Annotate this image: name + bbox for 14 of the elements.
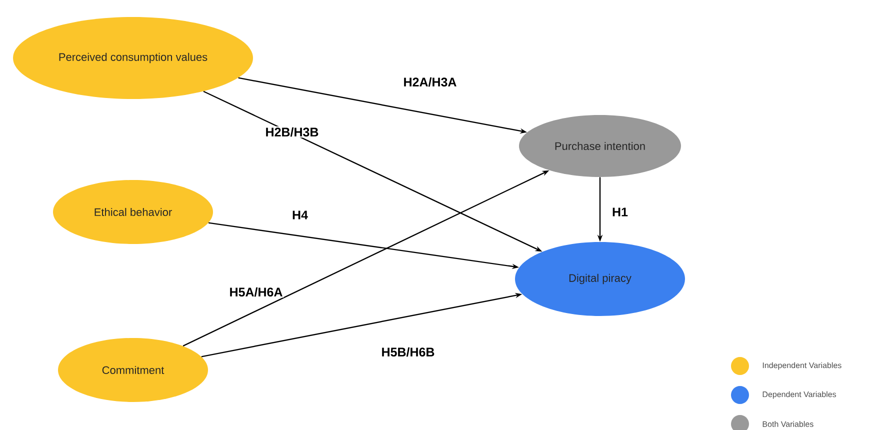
legend-label: Independent Variables <box>762 362 842 370</box>
ellipse-node: Purchase intention <box>519 115 681 177</box>
ellipse-node: Ethical behavior <box>53 180 213 244</box>
legend-label: Dependent Variables <box>762 391 836 399</box>
ellipse-node: Commitment <box>58 338 208 402</box>
ellipse-node: Perceived consumption values <box>13 17 253 99</box>
edge-label: H1 <box>611 206 629 218</box>
edge-label: H2B/H3B <box>264 126 320 138</box>
ellipse-node: Digital piracy <box>515 242 685 316</box>
edge-label: H5A/H6A <box>228 286 284 298</box>
edge-label: H5B/H6B <box>380 346 436 358</box>
edge-label: H2A/H3A <box>402 76 458 88</box>
edge-label: H4 <box>291 210 309 220</box>
legend-label: Both Variables <box>762 421 814 427</box>
